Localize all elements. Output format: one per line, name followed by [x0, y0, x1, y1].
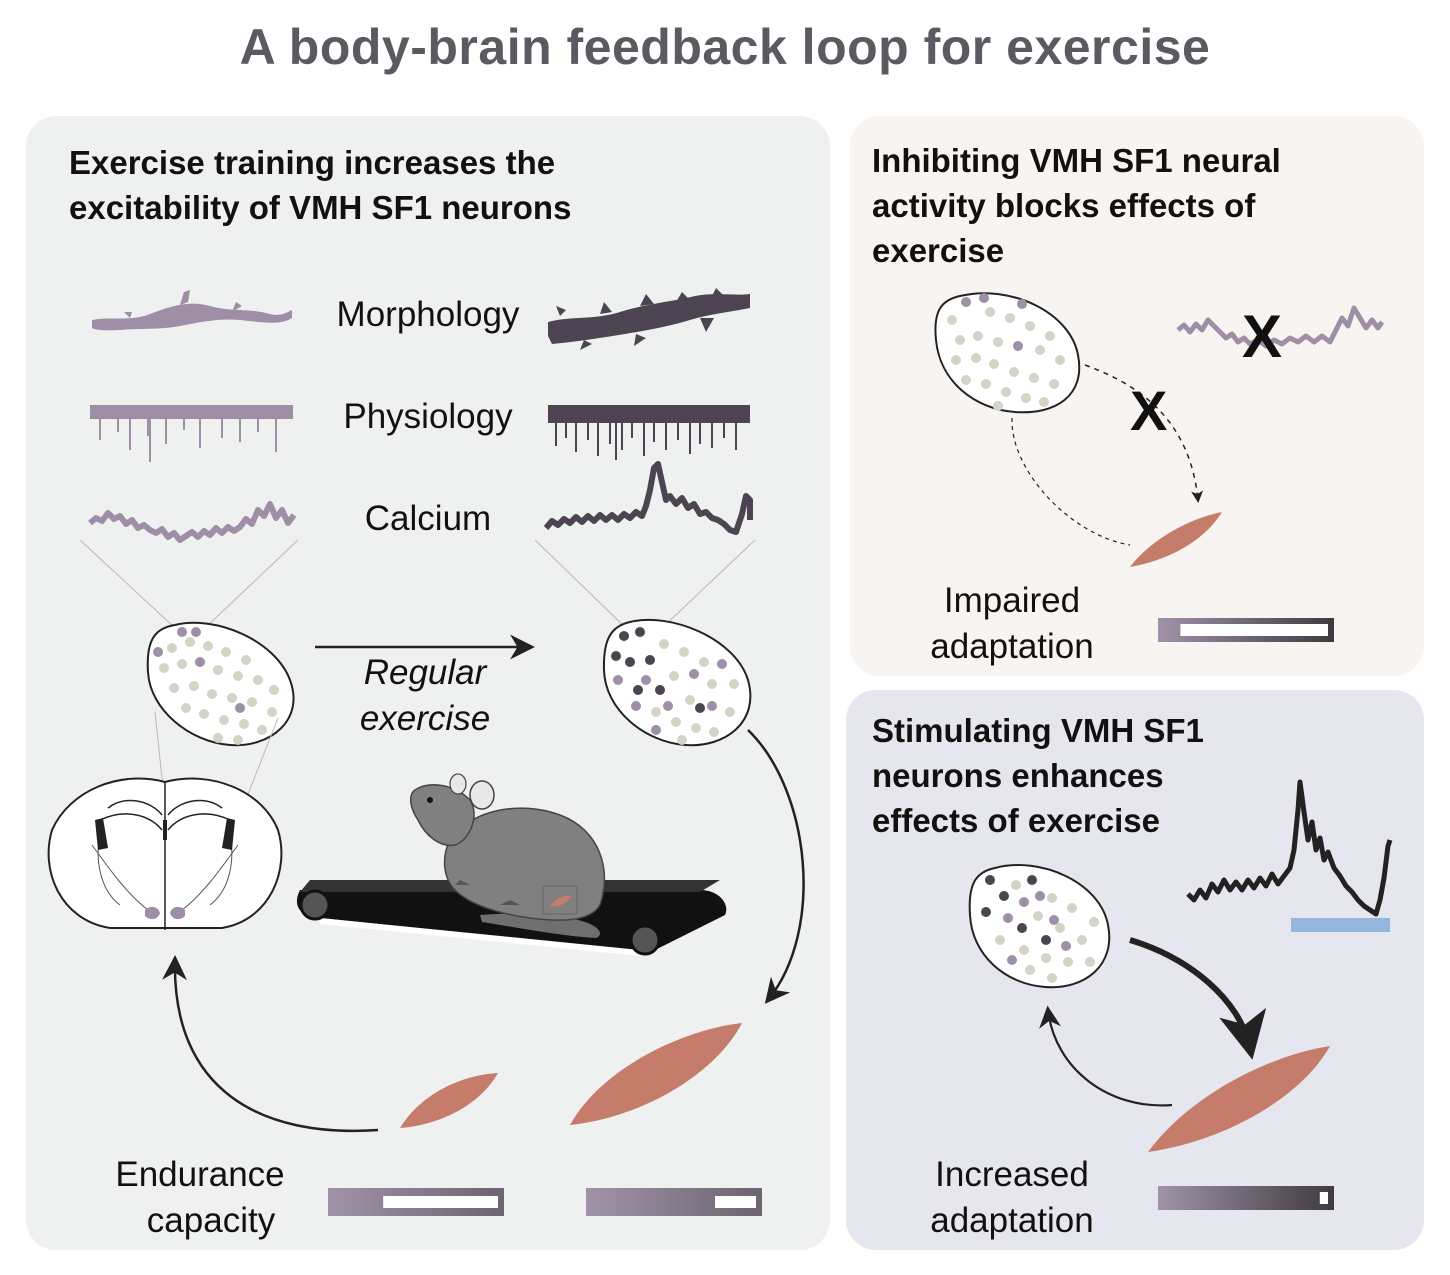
increased-label-line1: Increased	[935, 1155, 1089, 1194]
physiology-before-trace	[90, 405, 293, 462]
calcium-trace-stimulated	[1186, 779, 1393, 917]
morphology-before-dendrite	[92, 290, 292, 331]
morphology-after-dendrite	[548, 288, 750, 350]
stimulation-light-bar	[1291, 918, 1390, 932]
impaired-label-line1: Impaired	[943, 581, 1081, 620]
panel-inhibition	[850, 116, 1424, 676]
brain-coronal-section	[47, 777, 283, 930]
endurance-bar-before	[328, 1188, 504, 1216]
block-mark-calcium: X	[1242, 303, 1283, 370]
panel-tr-title-line2: activity blocks effects of	[872, 187, 1256, 224]
arrow-label-exercise: exercise	[359, 699, 491, 738]
row-label-calcium: Calcium	[364, 499, 492, 538]
panel-tr-title-line3: exercise	[872, 232, 1005, 269]
panel-br-title-line2: neurons enhances	[872, 757, 1164, 794]
panel-tr-title-line1: Inhibiting VMH SF1 neural	[872, 142, 1281, 179]
vmh-cluster-stimulated	[968, 864, 1111, 989]
calcium-after-trace	[543, 461, 753, 535]
panel-br-title-line3: effects of exercise	[872, 802, 1160, 839]
increased-label-line2: adaptation	[930, 1201, 1094, 1240]
panel-br-title-line1: Stimulating VMH SF1	[872, 712, 1204, 749]
row-label-physiology: Physiology	[343, 397, 513, 436]
panel-stimulation	[846, 690, 1424, 1250]
endurance-label-line1: Endurance	[115, 1155, 285, 1194]
muscle-before	[400, 1073, 498, 1128]
panel-left-title-line1: Exercise training increases the	[69, 144, 556, 181]
muscle-stimulated	[1148, 1046, 1330, 1152]
muscle-inhibited	[1130, 512, 1222, 567]
stimulated-level-bar	[1158, 1186, 1334, 1210]
muscle-after	[570, 1023, 742, 1125]
inhibited-level-bar	[1158, 618, 1334, 642]
physiology-after-trace	[548, 405, 750, 460]
calcium-trace-inhibited	[1176, 305, 1385, 349]
mouse	[410, 773, 606, 938]
arrow-label-regular: Regular	[363, 653, 487, 692]
block-mark-pathway: X	[1130, 379, 1168, 442]
vmh-cluster-before	[146, 621, 295, 747]
impaired-label-line2: adaptation	[930, 627, 1094, 666]
vmh-cluster-after	[602, 618, 752, 747]
vmh-cluster-inhibited	[934, 292, 1081, 414]
endurance-bar-after	[586, 1188, 762, 1216]
endurance-label-line2: capacity	[146, 1201, 276, 1240]
panel-left-title-line2: excitability of VMH SF1 neurons	[69, 189, 572, 226]
calcium-before-trace	[88, 501, 297, 543]
row-label-morphology: Morphology	[336, 295, 520, 334]
figure-title: A body-brain feedback loop for exercise	[239, 19, 1211, 75]
